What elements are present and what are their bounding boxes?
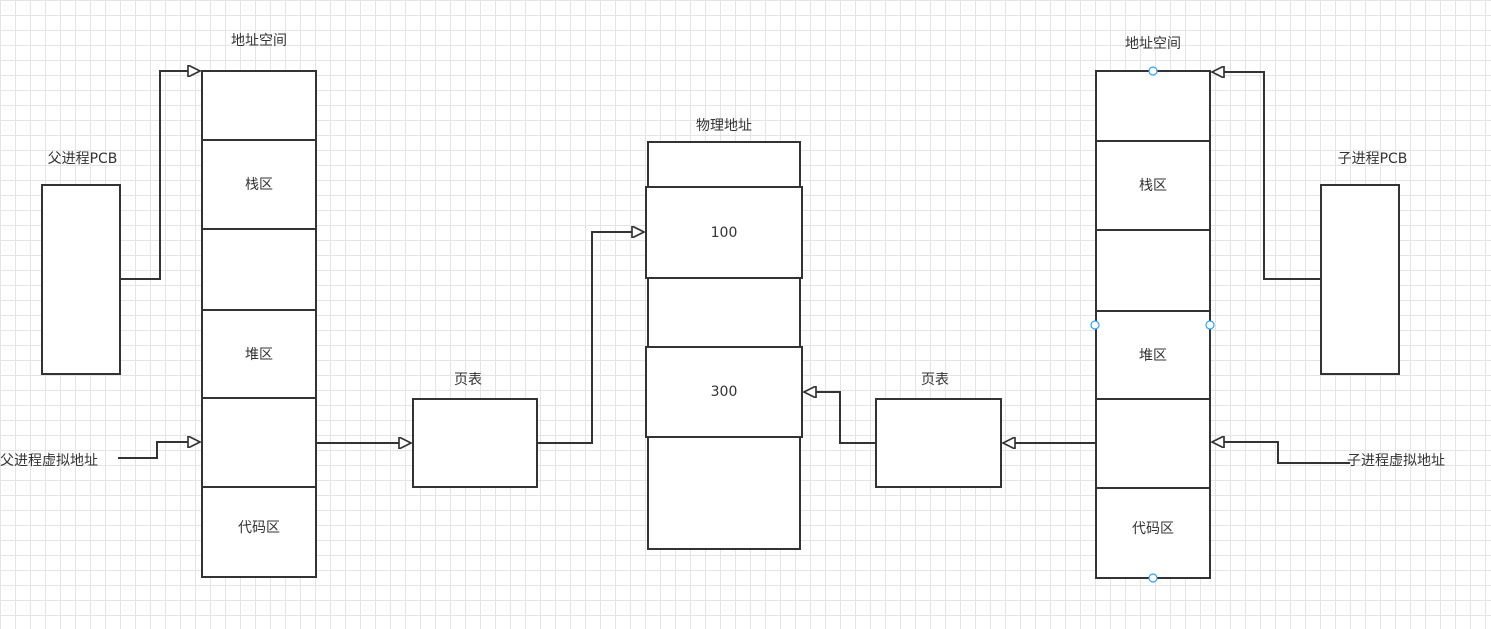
right-page-table-label: 页表 xyxy=(921,372,949,388)
parent-virtual-address-label: 父进程虚拟地址 xyxy=(0,453,98,469)
physical-memory-title: 物理地址 xyxy=(696,118,752,134)
child-pcb-label: 子进程PCB xyxy=(1337,151,1408,167)
left-segment-stack-label: 栈区 xyxy=(245,177,273,193)
selection-handle[interactable] xyxy=(1205,320,1215,330)
child-virtual-address-label: 子进程虚拟地址 xyxy=(1347,453,1445,469)
selection-handle[interactable] xyxy=(1148,66,1158,76)
child-virtual-address-arrow[interactable] xyxy=(1212,442,1350,464)
parent-pcb-to-address-space-arrow[interactable] xyxy=(120,71,200,280)
right-page-table-box[interactable] xyxy=(875,398,1002,488)
child-pcb-box[interactable] xyxy=(1320,184,1400,375)
left-page-table-label: 页表 xyxy=(454,372,482,388)
physical-block-100[interactable] xyxy=(645,186,803,279)
right-address-space-title: 地址空间 xyxy=(1125,36,1181,52)
parent-virtual-address-arrow[interactable] xyxy=(118,442,200,459)
right-page-table-to-physical-arrow[interactable] xyxy=(804,392,876,444)
right-segment-code-label: 代码区 xyxy=(1132,521,1174,537)
selection-handle[interactable] xyxy=(1090,320,1100,330)
right-segment-stack-label: 栈区 xyxy=(1139,178,1167,194)
right-segment-heap-label: 堆区 xyxy=(1139,348,1167,364)
left-page-table-to-physical-arrow[interactable] xyxy=(537,232,644,444)
child-pcb-to-address-space-arrow[interactable] xyxy=(1212,72,1321,280)
parent-pcb-label: 父进程PCB xyxy=(47,151,118,167)
physical-block-300[interactable] xyxy=(645,346,803,438)
physical-block-300-label: 300 xyxy=(710,384,738,400)
right-address-space[interactable] xyxy=(1095,70,1211,579)
left-segment-heap-label: 堆区 xyxy=(245,347,273,363)
parent-pcb-box[interactable] xyxy=(41,184,121,375)
physical-block-100-label: 100 xyxy=(710,225,738,241)
left-address-space[interactable] xyxy=(201,70,317,578)
left-segment-code-label: 代码区 xyxy=(238,520,280,536)
left-page-table-box[interactable] xyxy=(412,398,538,488)
left-address-space-title: 地址空间 xyxy=(231,33,287,49)
selection-handle[interactable] xyxy=(1148,573,1158,583)
